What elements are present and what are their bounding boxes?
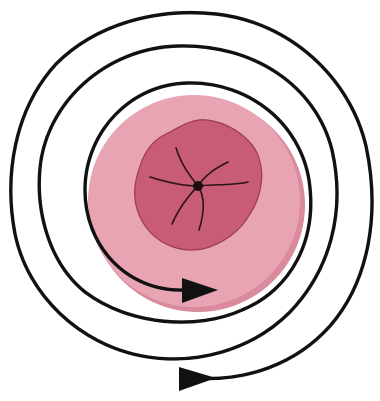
- arrowhead-right-icon: [179, 367, 216, 391]
- center-point: [193, 181, 203, 191]
